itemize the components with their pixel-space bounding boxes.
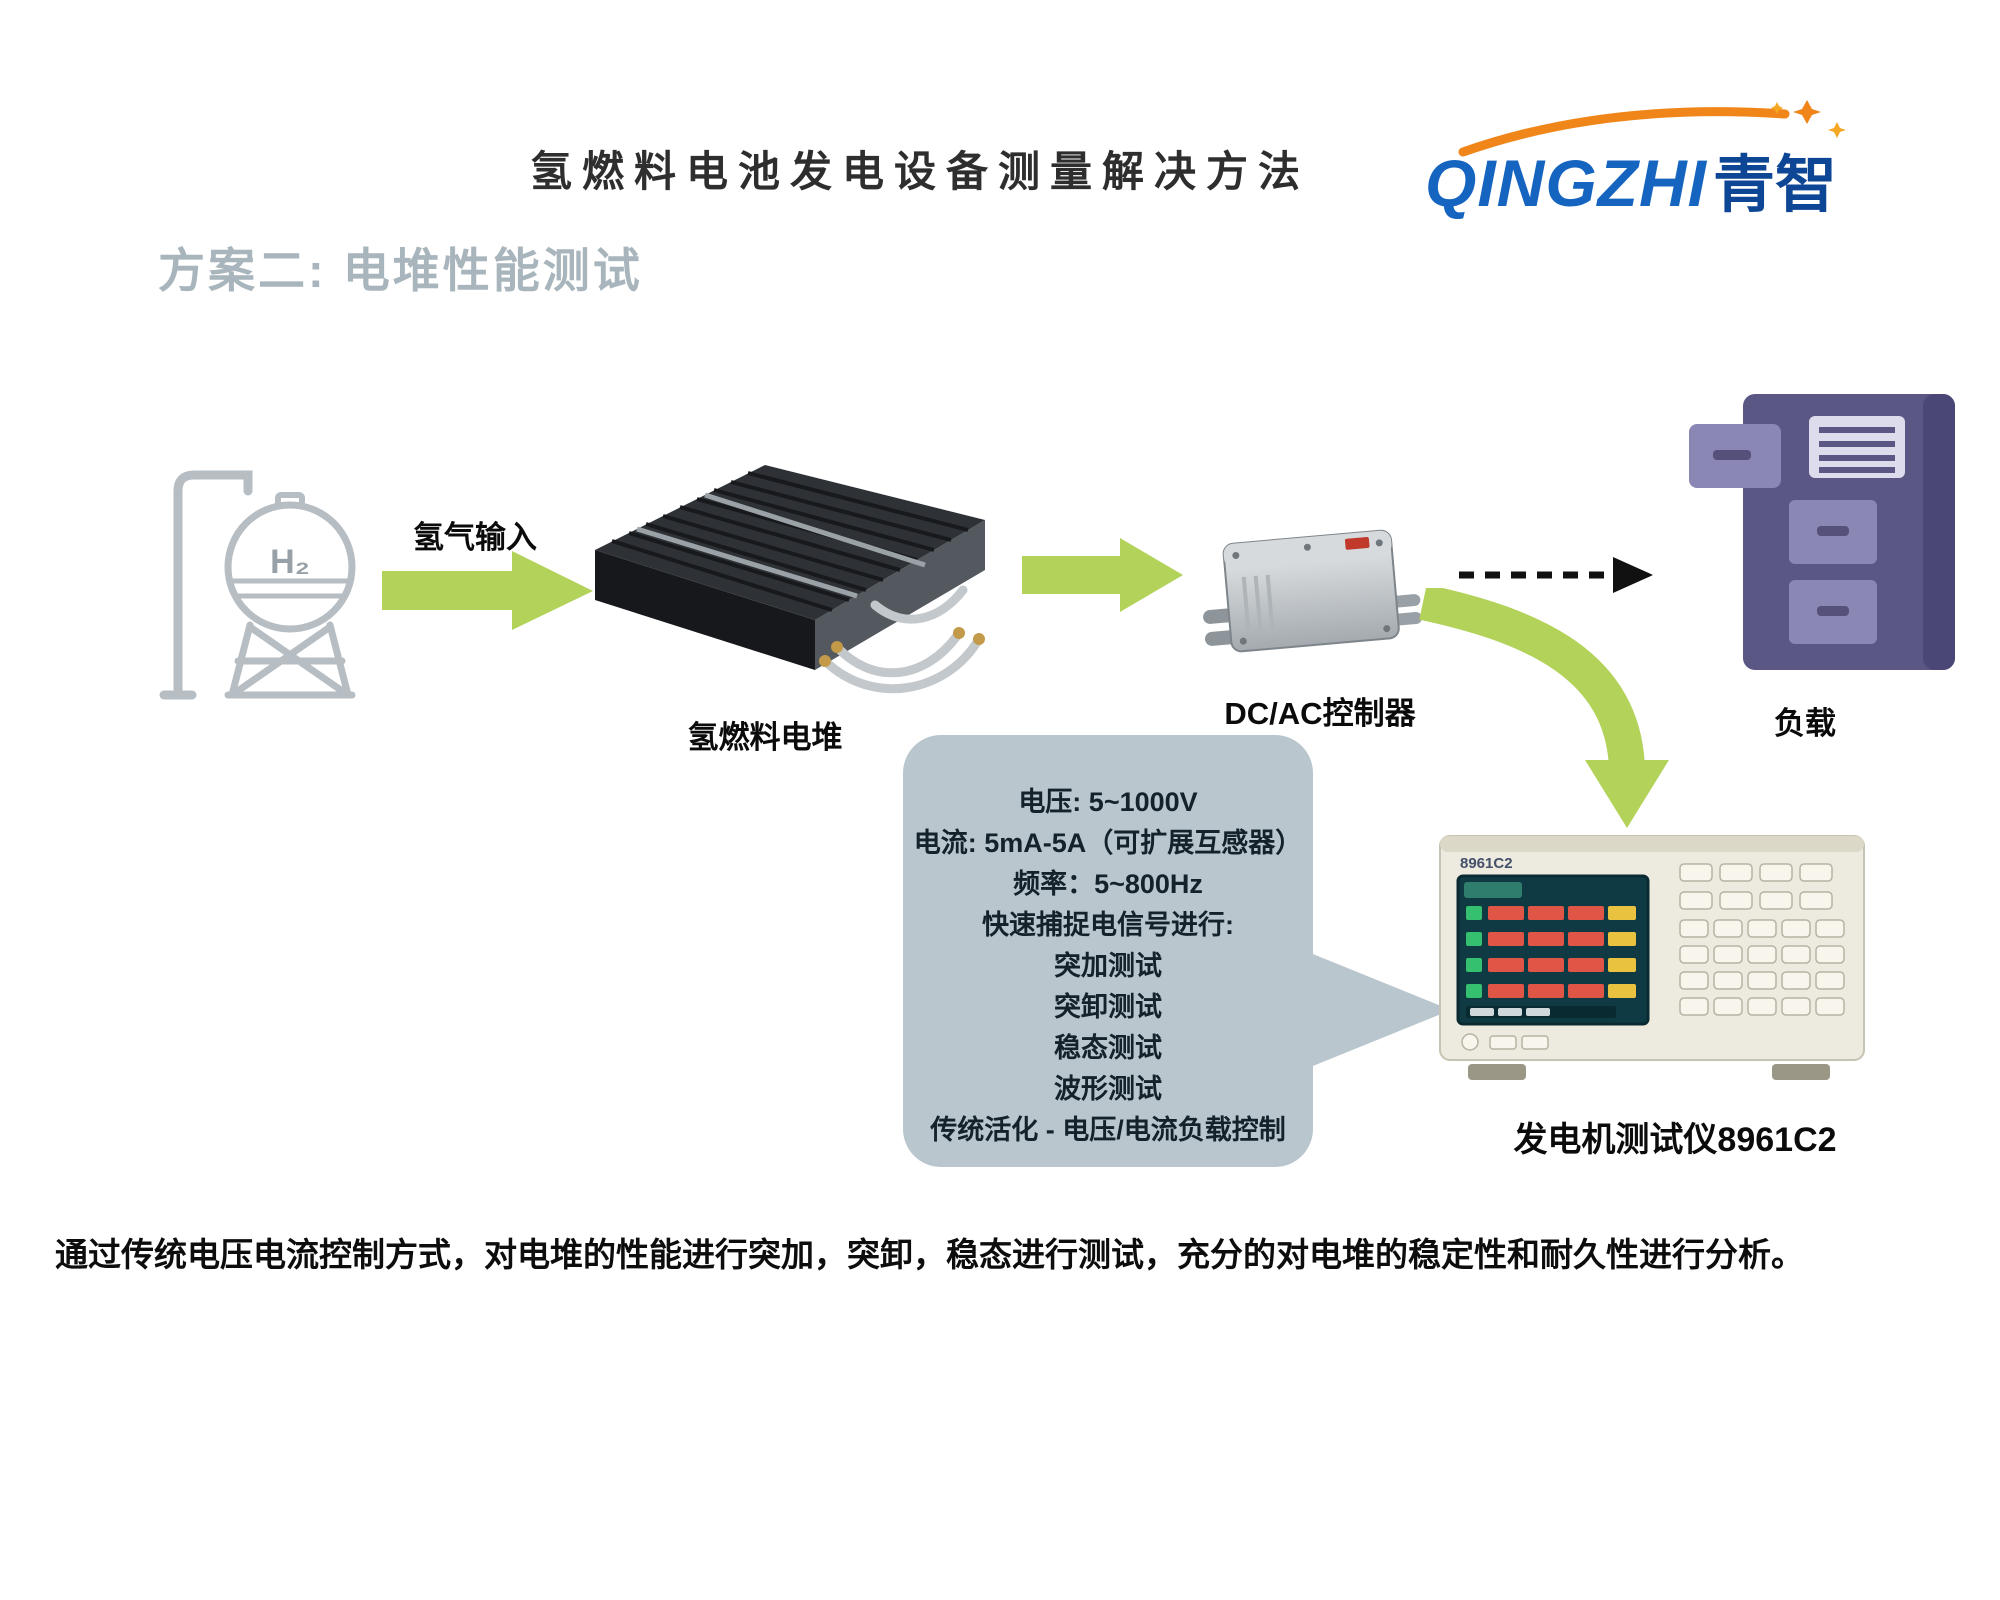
stack-label: 氢燃料电堆 [687, 720, 843, 755]
tank-lattice [224, 621, 356, 699]
logo-swoosh-icon [1458, 100, 1846, 157]
brand-logo: QINGZHI青智 [1425, 100, 1970, 225]
controller-body [1203, 529, 1422, 653]
hydrogen-tank-icon: H₂ [159, 470, 356, 700]
instrument-label: 发电机测试仪8961C2 [1513, 1121, 1837, 1159]
summary-text: 通过传统电压电流控制方式，对电堆的性能进行突加，突卸，稳态进行测试，充分的对电堆… [55, 1236, 1804, 1273]
hydrogen-input-label: 氢气输入 [413, 520, 537, 555]
fuel-cell-stack-image [595, 465, 985, 694]
tank-sphere: H₂ [224, 492, 356, 633]
stack-fittings [819, 627, 985, 667]
load-cabinet-icon [1689, 394, 1955, 670]
callout-line-frequency: 频率：5~800Hz [1013, 869, 1203, 899]
load-cabinet-art [1689, 394, 1955, 670]
stack-tubes [820, 585, 984, 694]
page-title: 氢燃料电池发电设备测量解决方法 [529, 148, 1310, 195]
callout-line-capture: 快速捕捉电信号进行: [982, 910, 1234, 940]
flow-arrow-hydrogen-icon [382, 551, 593, 630]
curved-arrow-to-instrument-icon [1419, 588, 1669, 828]
flow-arrow-stack-to-controller-icon [1022, 538, 1183, 612]
callout-line-test-3: 稳态测试 [1054, 1033, 1162, 1063]
instrument-screen [1456, 874, 1650, 1026]
spec-callout: 电压: 5~1000V 电流: 5mA-5A（可扩展互感器） 频率：5~800H… [903, 735, 1313, 1167]
logo-text-cn: 青智 [1713, 151, 1838, 220]
logo-text: QINGZHI青智 [1425, 134, 1837, 224]
dcac-controller-image [1203, 529, 1422, 653]
section-subtitle: 方案二: 电堆性能测试 [158, 244, 643, 297]
callout-line-test-1: 突加测试 [1054, 951, 1162, 981]
callout-line-voltage: 电压: 5~1000V [1018, 787, 1198, 817]
load-label: 负载 [1774, 706, 1836, 741]
controller-label: DC/AC控制器 [1224, 696, 1416, 731]
callout-line-current: 电流: 5mA-5A（可扩展互感器） [913, 828, 1303, 858]
stack-body [595, 465, 985, 670]
callout-line-test-4: 波形测试 [1054, 1074, 1162, 1104]
tank-h2-label: H₂ [270, 543, 310, 581]
tank-pipe [159, 470, 253, 700]
callout-line-test-2: 突卸测试 [1054, 992, 1162, 1022]
callout-tail-icon [1303, 950, 1451, 1070]
logo-text-latin: QINGZHI [1425, 146, 1707, 220]
dashed-arrow-to-load-icon [1459, 557, 1653, 593]
callout-line-activation: 传统活化 - 电压/电流负载控制 [930, 1115, 1286, 1145]
generator-tester-image: 8961C2 [1439, 835, 1865, 1080]
instrument-model-text: 8961C2 [1460, 855, 1513, 872]
instrument-buttons [1461, 863, 1845, 1051]
